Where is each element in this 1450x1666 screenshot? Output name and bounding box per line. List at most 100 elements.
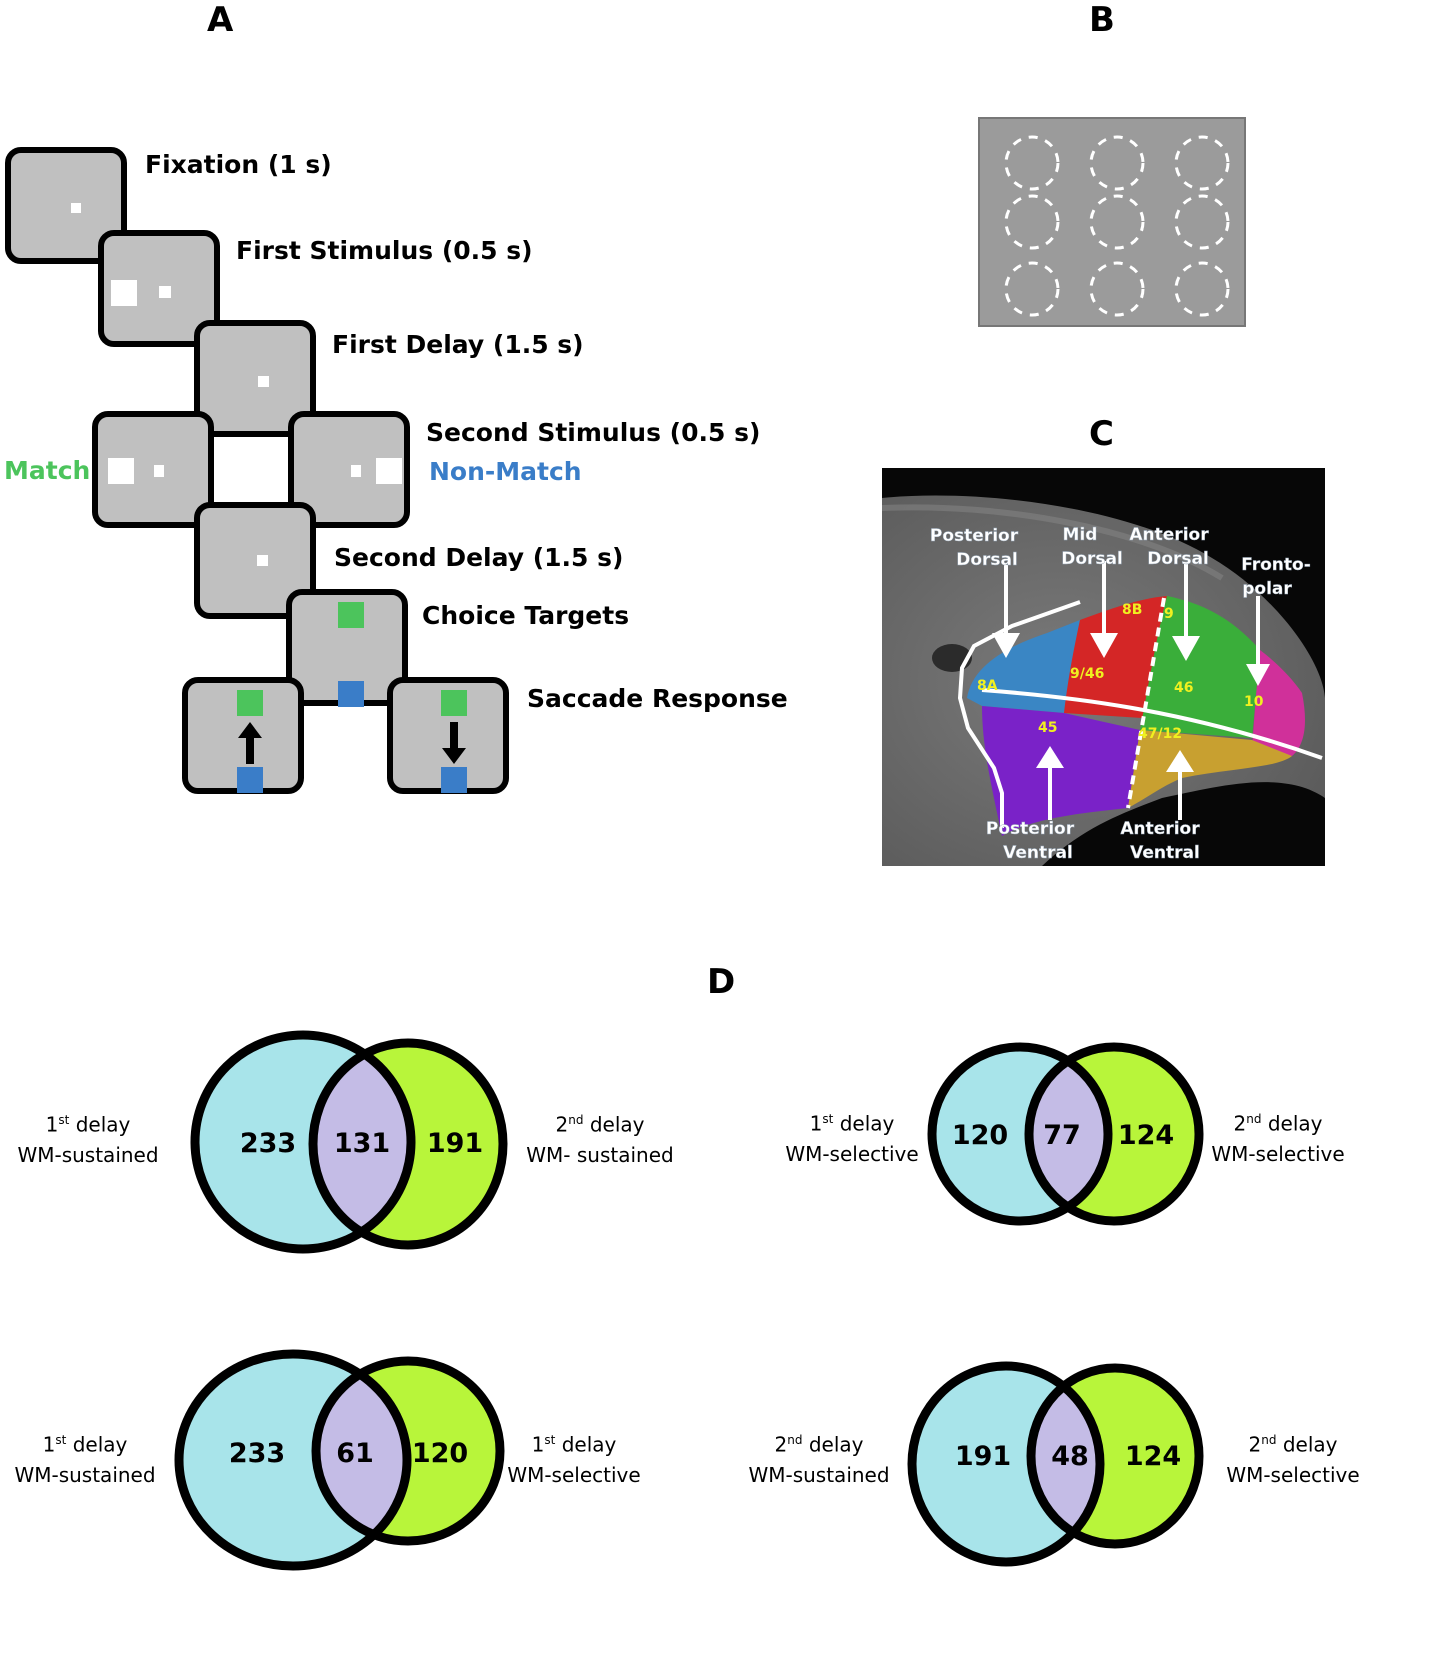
principal-sulcus-line (981, 688, 1323, 760)
mid-dorsal-arrow-icon (1090, 633, 1118, 658)
venn-diagram: 233 131 191 (190, 1030, 508, 1254)
region-label-posterior-dorsal-1: Posterior (930, 526, 1019, 546)
stimulus-location-circle (1004, 194, 1060, 250)
area-label-8a: 8A (977, 678, 998, 694)
fixation-point (154, 465, 164, 477)
venn-value-left-only: 191 (955, 1441, 1011, 1472)
region-label-frontopolar-1: Fronto- (1241, 555, 1311, 575)
second-delay-screen (194, 502, 316, 619)
region-label-anterior-ventral-2: Ventral (1130, 843, 1200, 863)
venn-value-left-only: 233 (240, 1128, 296, 1159)
match-screen (92, 411, 214, 528)
venn-value-overlap: 61 (336, 1438, 374, 1469)
venn-value-right-only: 124 (1118, 1120, 1174, 1151)
venn-value-overlap: 48 (1051, 1441, 1089, 1472)
frontopolar-arrow-icon (1246, 664, 1270, 686)
venn-value-overlap: 131 (334, 1128, 390, 1159)
stimulus-square (108, 458, 134, 484)
outline-line (957, 600, 1081, 828)
step-label-first-delay: First Delay (1.5 s) (332, 330, 584, 359)
step-label-saccade-response: Saccade Response (527, 684, 788, 713)
venn-overlap (1031, 1368, 1100, 1544)
stimulus-location-circle (1004, 261, 1060, 317)
saccade-down-screen (387, 677, 509, 794)
area-47-12-region (1128, 730, 1292, 808)
venn-diagram: 191 48 124 (907, 1361, 1204, 1567)
venn-value-left-only: 120 (952, 1120, 1008, 1151)
step-label-second-stimulus: Second Stimulus (0.5 s) (426, 418, 761, 447)
area-label-10: 10 (1244, 694, 1264, 710)
region-label-anterior-ventral-1: Anterior (1120, 819, 1200, 839)
nonmatch-label: Non-Match (429, 457, 582, 486)
fixation-point (351, 465, 361, 477)
venn-value-right-only: 120 (412, 1438, 468, 1469)
region-label-mid-dorsal-2: Dorsal (1061, 549, 1123, 569)
step-label-first-stimulus: First Stimulus (0.5 s) (236, 236, 533, 265)
arrow-down-icon (442, 722, 466, 764)
stimulus-location-circle (1174, 135, 1230, 191)
match-label: Match (4, 456, 91, 485)
fixation-point (257, 555, 268, 566)
panel-label-a: A (207, 0, 234, 40)
region-label-anterior-dorsal-1: Anterior (1129, 525, 1209, 545)
area-label-9: 9 (1164, 606, 1174, 622)
area-label-46: 46 (1174, 680, 1193, 696)
stimulus-location-grid (978, 117, 1246, 327)
anterior-ventral-arrow-icon (1166, 750, 1194, 772)
region-label-posterior-ventral-2: Ventral (1003, 843, 1073, 863)
panel-label-c: C (1089, 414, 1114, 454)
region-label-posterior-ventral-1: Posterior (986, 819, 1075, 839)
fixation-point (159, 286, 171, 298)
region-label-anterior-dorsal-2: Dorsal (1147, 549, 1209, 569)
venn-value-right-only: 124 (1125, 1441, 1181, 1472)
nonmatch-target (338, 681, 364, 707)
region-label-frontopolar-2: polar (1242, 579, 1292, 599)
area-label-47-12: 47/12 (1138, 726, 1182, 742)
posterior-ventral-arrow-icon (1036, 746, 1064, 768)
venn-value-right-only: 191 (427, 1128, 483, 1159)
region-label-posterior-dorsal-2: Dorsal (956, 550, 1018, 570)
venn-overlap (1029, 1047, 1108, 1221)
venn-overlap (316, 1361, 407, 1541)
arrow-up-icon (238, 722, 262, 764)
dashed-boundary (1126, 597, 1166, 809)
area-label-45: 45 (1038, 720, 1057, 736)
step-label-choice-targets: Choice Targets (422, 601, 630, 630)
stimulus-square (111, 280, 137, 306)
area-45-region (982, 706, 1140, 836)
panel-label-b: B (1089, 0, 1115, 40)
stimulus-location-circle (1089, 135, 1145, 191)
prefrontal-brain-map: 8A 8B 9/46 9 46 10 45 47/12 Posterior (882, 468, 1325, 866)
region-label-mid-dorsal-1: Mid (1063, 525, 1098, 545)
fixation-point (258, 376, 269, 387)
brain-map-svg: 8A 8B 9/46 9 46 10 45 47/12 Posterior (882, 495, 1325, 866)
nonmatch-target (441, 767, 467, 793)
step-label-fixation: Fixation (1 s) (145, 150, 332, 179)
stimulus-square (376, 458, 402, 484)
panel-label-d: D (707, 962, 736, 1002)
stimulus-location-circle (1174, 261, 1230, 317)
area-label-9-46: 9/46 (1070, 666, 1104, 682)
anterior-dorsal-arrow-icon (1172, 636, 1200, 661)
stimulus-location-circle (1004, 135, 1060, 191)
area-label-8b: 8B (1122, 602, 1142, 618)
match-target (441, 690, 467, 716)
stimulus-location-grid-svg (1004, 135, 1230, 317)
choice-targets-screen (286, 589, 408, 707)
posterior-dorsal-arrow-icon (992, 633, 1020, 658)
nonmatch-target (237, 767, 263, 793)
match-target (338, 602, 364, 628)
stimulus-location-circle (1089, 261, 1145, 317)
stimulus-location-circle (1174, 194, 1230, 250)
fixation-point (71, 203, 81, 213)
stimulus-location-circle (1089, 194, 1145, 250)
